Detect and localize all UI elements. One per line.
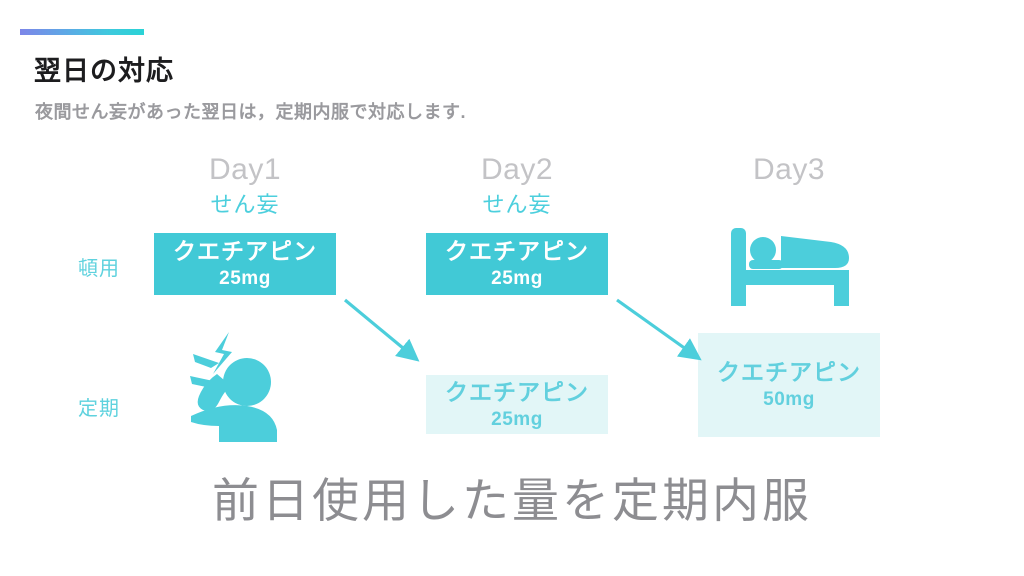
day-label-1: Day1 [208, 153, 282, 186]
med-box-day2-prn: クエチアピン 25mg [426, 233, 608, 295]
distress-person-icon [185, 330, 295, 447]
med-name-day3-regular: クエチアピン [717, 359, 861, 385]
med-dose-day1-prn: 25mg [219, 268, 271, 289]
med-name-day2-prn: クエチアピン [445, 238, 589, 264]
day-label-2: Day2 [480, 153, 554, 186]
med-dose-day3-regular: 50mg [763, 389, 815, 410]
accent-gradient-bar [20, 29, 144, 35]
med-dose-day2-prn: 25mg [491, 268, 543, 289]
day-column-header-3: Day3 [689, 152, 889, 222]
page-title: 翌日の対応 [34, 56, 174, 86]
med-name-day1-prn: クエチアピン [173, 238, 317, 264]
day-state-3 [689, 188, 889, 222]
day-state-2: せん妄 [482, 192, 552, 217]
arrow-day1-prn-to-day2-regular [343, 298, 420, 362]
day-label-3: Day3 [752, 153, 826, 186]
summary-caption: 前日使用した量を定期内服 [212, 474, 812, 527]
med-box-day1-prn: クエチアピン 25mg [154, 233, 336, 295]
med-box-day3-regular: クエチアピン 50mg [698, 333, 880, 437]
page-subtitle: 夜間せん妄があった翌日は，定期内服で対応します. [35, 102, 466, 122]
med-name-day2-regular: クエチアピン [445, 378, 589, 405]
med-box-day2-regular: クエチアピン 25mg [426, 375, 608, 434]
bed-rest-icon [727, 228, 855, 311]
row-label-prn: 頓用 [78, 258, 120, 280]
med-dose-day2-regular: 25mg [491, 408, 543, 430]
arrow-day2-prn-to-day3-regular [616, 298, 702, 361]
day-column-header-2: Day2 せん妄 [417, 152, 617, 222]
row-label-regular: 定期 [78, 398, 120, 420]
day-column-header-1: Day1 せん妄 [145, 152, 345, 222]
day-state-1: せん妄 [210, 192, 280, 217]
